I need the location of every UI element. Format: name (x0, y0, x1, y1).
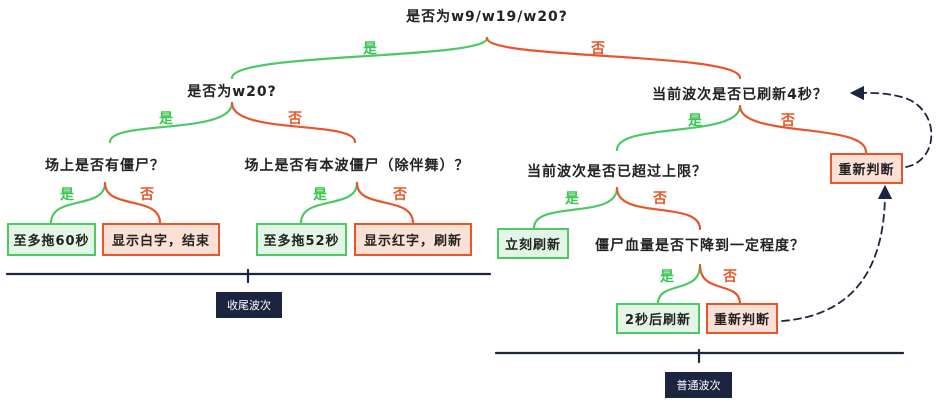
result-box-yes: 2秒后刷新 (616, 303, 700, 334)
refreshed-4s-question: 当前波次是否已刷新4秒？ (652, 87, 828, 103)
loop-arrow (849, 85, 933, 168)
yes-label: 是 (660, 269, 674, 285)
no-label: 否 (653, 191, 667, 207)
over-limit-question: 当前波次是否已超过上限？ (527, 164, 707, 180)
brace-no (355, 181, 415, 225)
no-label: 否 (288, 111, 302, 127)
yes-label: 是 (60, 187, 74, 203)
no-label: 否 (140, 187, 154, 203)
brace-no (103, 181, 162, 225)
section-badge-normal-wave: 普通波次 (665, 372, 732, 398)
root-question: 是否为w9/w19/w20? (406, 9, 568, 25)
result-box-yes: 至多拖52秒 (256, 223, 347, 256)
brace-no (485, 36, 742, 80)
yes-label: 是 (363, 41, 377, 57)
brace-yes (49, 181, 107, 225)
result-box-yes: 立刻刷新 (497, 228, 569, 259)
brace-yes (299, 181, 359, 225)
section-badge-final-wave: 收尾波次 (216, 292, 282, 318)
result-box-yes: 至多拖60秒 (7, 223, 96, 256)
result-box-no: 重新判断 (706, 303, 778, 334)
wave-zombie-question: 场上是否有本波僵尸（除伴舞）？ (244, 158, 470, 174)
timeline-normal (494, 348, 905, 364)
hp-drop-question: 僵尸血量是否下降到一定程度？ (595, 238, 805, 254)
brace-yes (230, 36, 489, 80)
yes-label: 是 (313, 187, 327, 203)
yes-label: 是 (565, 191, 579, 207)
zombie-present-question: 场上是否有僵尸？ (45, 158, 165, 174)
brace-no (738, 104, 868, 154)
brace-yes (108, 101, 234, 144)
brace-no (230, 101, 357, 144)
yes-label: 是 (159, 111, 173, 127)
no-label: 否 (591, 41, 605, 57)
brace-yes (656, 263, 702, 306)
brace-no (615, 186, 702, 231)
result-box-no: 显示白字，结束 (102, 223, 220, 256)
brace-yes (615, 104, 742, 152)
result-box-no: 显示红字，刷新 (354, 223, 472, 256)
result-box-rejudge: 重新判断 (830, 153, 903, 184)
brace-no (698, 263, 742, 306)
loop-arrow (781, 184, 893, 322)
no-label: 否 (393, 187, 407, 203)
no-label: 否 (781, 113, 795, 129)
brace-yes (532, 186, 619, 230)
timeline-final (5, 268, 492, 284)
no-label: 否 (723, 269, 737, 285)
yes-label: 是 (688, 113, 702, 129)
w20-question: 是否为w20? (187, 84, 277, 100)
